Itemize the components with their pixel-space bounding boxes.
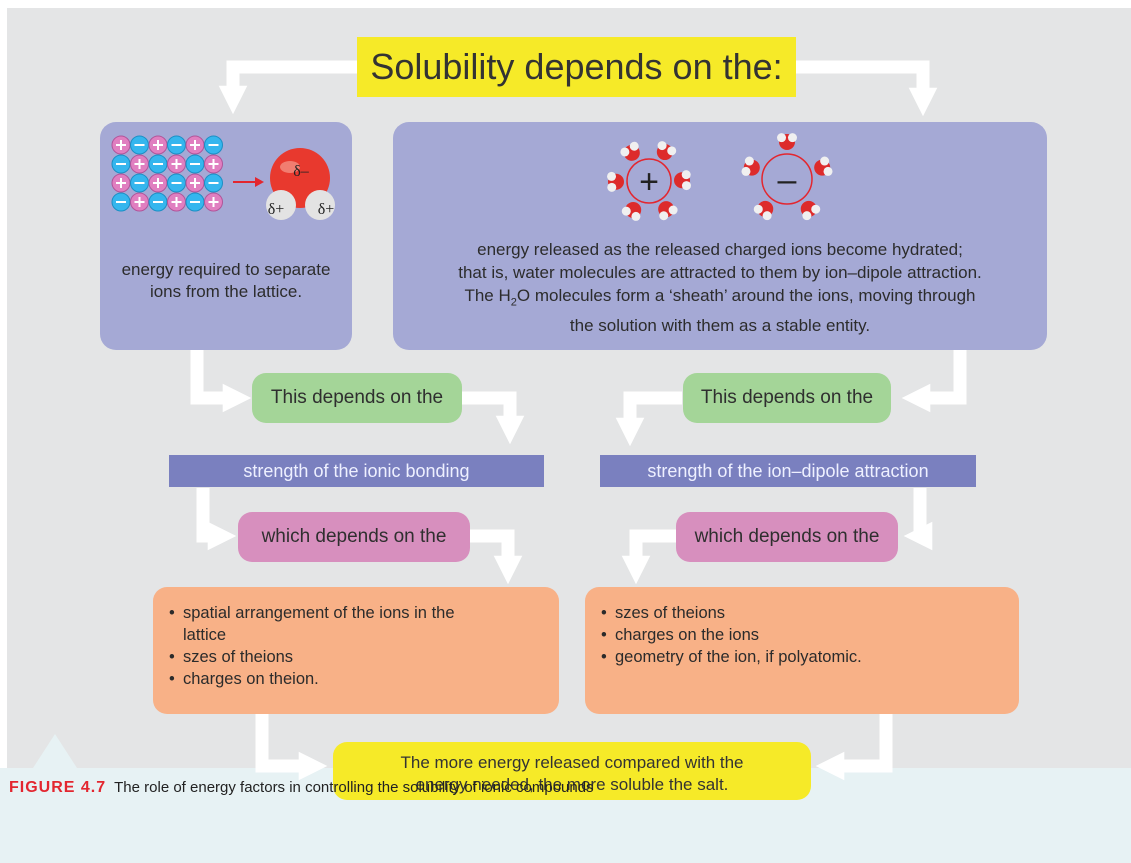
- lattice-illustration: δ– δ+ δ+: [111, 135, 335, 220]
- caption-text: The role of energy factors in controllin…: [114, 779, 594, 796]
- figure-label: FIGURE 4.7: [9, 779, 107, 796]
- title-text: Solubility depends on the:: [370, 46, 783, 87]
- hydration-energy-text: energy released as the released charged …: [393, 238, 1047, 337]
- right-factor-2: charges on the ions: [601, 624, 1003, 646]
- hydration-energy-box: + – energy released as the released char…: [393, 122, 1047, 350]
- arrow-head: [255, 177, 264, 187]
- arrow-left-bullets-to-conclusion: [255, 714, 328, 781]
- hydrated-cation: +: [607, 141, 691, 221]
- water-molecule: [656, 141, 677, 161]
- cation-circle: [626, 158, 672, 204]
- hydrated-anion: –: [741, 133, 833, 221]
- anion-circle: [761, 153, 813, 205]
- figure-caption: FIGURE 4.7 The role of energy factors in …: [9, 779, 594, 797]
- left-factors-box: spatial arrangement of the ions in the l…: [153, 587, 559, 714]
- left-depends-box: This depends on the: [252, 373, 462, 423]
- delta-plus-right-label: δ+: [318, 201, 335, 218]
- caption-strip-notch: [33, 734, 77, 768]
- water-molecule: [814, 156, 833, 176]
- arrow-left-depends-to-bar: [462, 391, 525, 445]
- ionic-lattice: [111, 135, 223, 212]
- left-factor-2: szes of theions: [169, 646, 543, 668]
- water-molecule: [800, 200, 821, 221]
- right-depends-box: This depends on the: [683, 373, 891, 423]
- arrow-left-which-to-bullets: [470, 529, 523, 585]
- hydration-illustration: + –: [607, 133, 833, 221]
- water-molecule: [673, 170, 691, 191]
- anion-sign: –: [778, 161, 797, 199]
- h2o-pre: The H: [464, 286, 511, 305]
- water-molecule: [607, 171, 625, 192]
- water-molecule: [658, 201, 678, 221]
- right-factor-3: geometry of the ion, if polyatomic.: [601, 646, 1003, 668]
- arrow-left-bar-to-which: [196, 488, 237, 551]
- arrow-title-right: [796, 60, 938, 117]
- water-molecule: [753, 200, 774, 221]
- delta-plus-left-label: δ+: [268, 201, 285, 218]
- water-molecule: [620, 141, 640, 161]
- arrow-right-bar-to-which: [903, 488, 933, 551]
- hydration-line-2: that is, water molecules are attracted t…: [458, 263, 982, 282]
- hydration-line-3: The H2O molecules form a ‘sheath’ around…: [393, 284, 1047, 314]
- water-molecule: [741, 156, 760, 176]
- hydration-line-1: energy released as the released charged …: [477, 240, 963, 259]
- left-which-depends-box: which depends on the: [238, 512, 470, 562]
- ionic-bonding-bar: strength of the ionic bonding: [169, 455, 544, 487]
- left-factor-3: charges on theion.: [169, 668, 543, 690]
- right-factors-box: szes of theions charges on the ions geom…: [585, 587, 1019, 714]
- hydration-line-4: the solution with them as a stable entit…: [569, 316, 871, 336]
- conclusion-box: The more energy released compared with t…: [333, 742, 811, 800]
- delta-minus-label: δ–: [293, 163, 310, 180]
- lattice-energy-text: energy required to separate ions from th…: [121, 260, 331, 301]
- right-which-depends-box: which depends on the: [676, 512, 898, 562]
- lattice-energy-box: δ– δ+ δ+ energy required to separate ion…: [100, 122, 352, 350]
- cation-sign: +: [639, 163, 659, 201]
- water-molecule: [621, 201, 642, 221]
- left-factor-1: spatial arrangement of the ions in the l…: [169, 602, 493, 646]
- h2o-post: O molecules form a ‘sheath’ around the i…: [516, 286, 976, 305]
- arrow-right-bullets-to-conclusion: [815, 714, 893, 781]
- arrow-right-which-to-bullets: [621, 529, 676, 585]
- arrow-left-box-to-depends: [190, 350, 252, 413]
- title-box: Solubility depends on the:: [357, 37, 796, 97]
- water-molecule: [777, 133, 797, 150]
- arrow-right-box-to-depends: [901, 350, 967, 413]
- right-factor-1: szes of theions: [601, 602, 1003, 624]
- arrow-right-depends-to-bar: [615, 391, 682, 447]
- arrow-title-left: [218, 60, 357, 115]
- water-molecule: δ– δ+ δ+: [266, 148, 335, 220]
- ion-dipole-bar: strength of the ion–dipole attraction: [600, 455, 976, 487]
- h2o-subscript: 2: [510, 296, 517, 309]
